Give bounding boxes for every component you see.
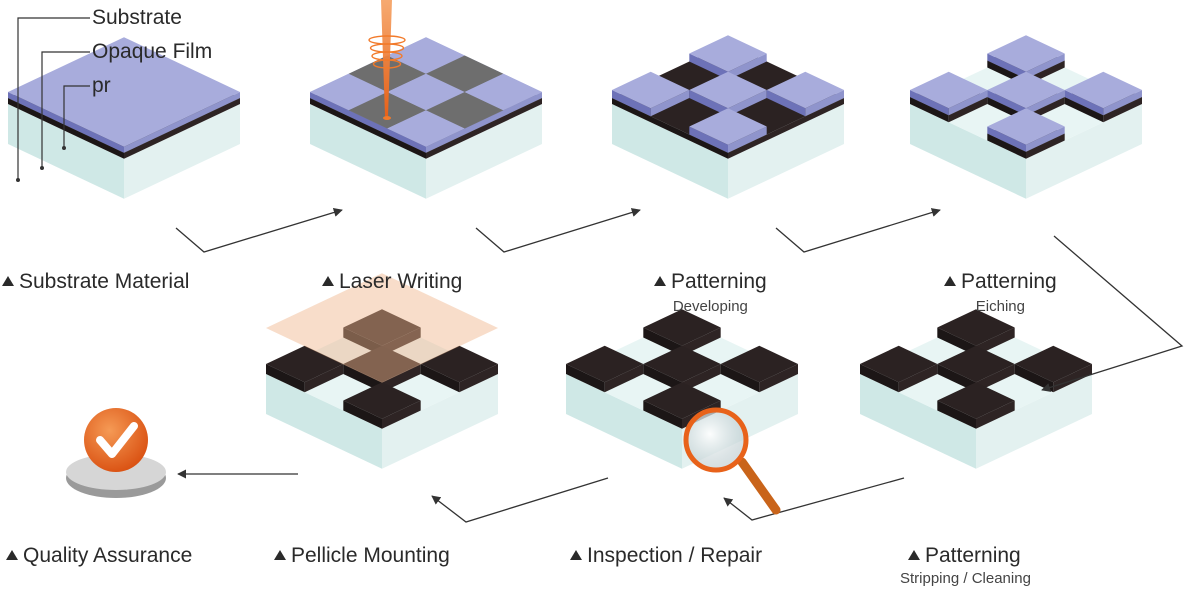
flow-arrow-2	[475, 208, 641, 253]
chrome-square	[860, 345, 938, 393]
exposed-cell	[426, 55, 504, 92]
chrome-square	[566, 345, 644, 393]
chrome-square	[937, 345, 1015, 393]
resist-square	[612, 71, 690, 117]
chrome-square	[343, 345, 421, 393]
laser-spot	[383, 116, 391, 120]
flow-arrows	[175, 208, 1184, 523]
quality-check-icon	[66, 408, 166, 498]
triangle-icon	[6, 550, 18, 560]
chrome-square	[420, 345, 498, 393]
block-stripping	[860, 309, 1092, 469]
block-pellicle	[266, 309, 498, 469]
resist-cell	[310, 73, 388, 111]
caption-patterning-developing: Patterning Developing	[654, 270, 767, 315]
triangle-icon	[2, 276, 14, 286]
leader-dot	[16, 178, 20, 182]
block-etching	[910, 35, 1142, 199]
triangle-icon	[908, 550, 920, 560]
chrome-square	[937, 309, 1015, 356]
caption-substrate-material: Substrate Material	[2, 270, 189, 294]
chrome-square	[937, 382, 1015, 429]
leader-line	[41, 51, 90, 168]
resist-cell	[464, 73, 542, 111]
resist-square	[1064, 71, 1142, 116]
block-developing	[612, 35, 844, 199]
caption-laser-writing: Laser Writing	[322, 270, 462, 294]
block-substrate-material	[8, 37, 240, 199]
label-opaque-film: Opaque Film	[92, 40, 213, 63]
flow-arrow-3	[775, 208, 941, 253]
caption-sub-etching: Eiching	[975, 298, 1025, 315]
chrome-square	[266, 345, 344, 393]
triangle-icon	[654, 276, 666, 286]
resist-square	[910, 71, 988, 116]
leader-dot	[62, 146, 66, 150]
label-pr: pr	[92, 74, 111, 97]
chrome-square	[720, 345, 798, 393]
photoresist-layer	[8, 37, 240, 153]
resist-square	[689, 71, 767, 117]
laser-ring	[372, 59, 402, 69]
caption-quality-assurance: Quality Assurance	[6, 544, 192, 568]
leader-dot	[40, 166, 44, 170]
block-inspection	[566, 309, 798, 469]
flow-arrow-4	[1041, 235, 1184, 392]
block-laser-writing	[310, 37, 542, 199]
flow-arrow-5	[723, 477, 905, 521]
resist-square	[987, 35, 1065, 79]
resist-square	[689, 35, 767, 80]
leader-line	[17, 17, 90, 180]
resist-square	[987, 108, 1065, 152]
triangle-icon	[322, 276, 334, 286]
resist-square	[987, 71, 1065, 116]
resist-square	[766, 71, 844, 117]
chrome-square	[343, 382, 421, 429]
chrome-square	[643, 309, 721, 356]
caption-sub-developing: Developing	[672, 298, 748, 315]
leader-line	[63, 85, 90, 148]
flow-arrow-1	[175, 208, 343, 253]
laser-beam	[368, 0, 406, 120]
pellicle-film	[266, 273, 498, 383]
caption-sub-stripping: Stripping / Cleaning	[900, 570, 1031, 587]
label-substrate: Substrate	[92, 6, 182, 29]
caption-pellicle-mounting: Pellicle Mounting	[274, 544, 450, 568]
triangle-icon	[944, 276, 956, 286]
triangle-icon	[570, 550, 582, 560]
caption-patterning-etching: Patterning Eiching	[944, 270, 1057, 315]
flow-arrow-6	[431, 477, 609, 523]
chrome-square	[643, 345, 721, 393]
magnifier-icon	[683, 407, 781, 515]
chrome-square	[343, 309, 421, 356]
exposed-cell	[426, 92, 504, 129]
caption-patterning-stripping: Patterning Stripping / Cleaning	[900, 544, 1031, 587]
triangle-icon	[274, 550, 286, 560]
resist-square	[689, 108, 767, 153]
resist-cell	[387, 37, 465, 74]
resist-cell	[387, 110, 465, 147]
caption-inspection-repair: Inspection / Repair	[570, 544, 762, 568]
